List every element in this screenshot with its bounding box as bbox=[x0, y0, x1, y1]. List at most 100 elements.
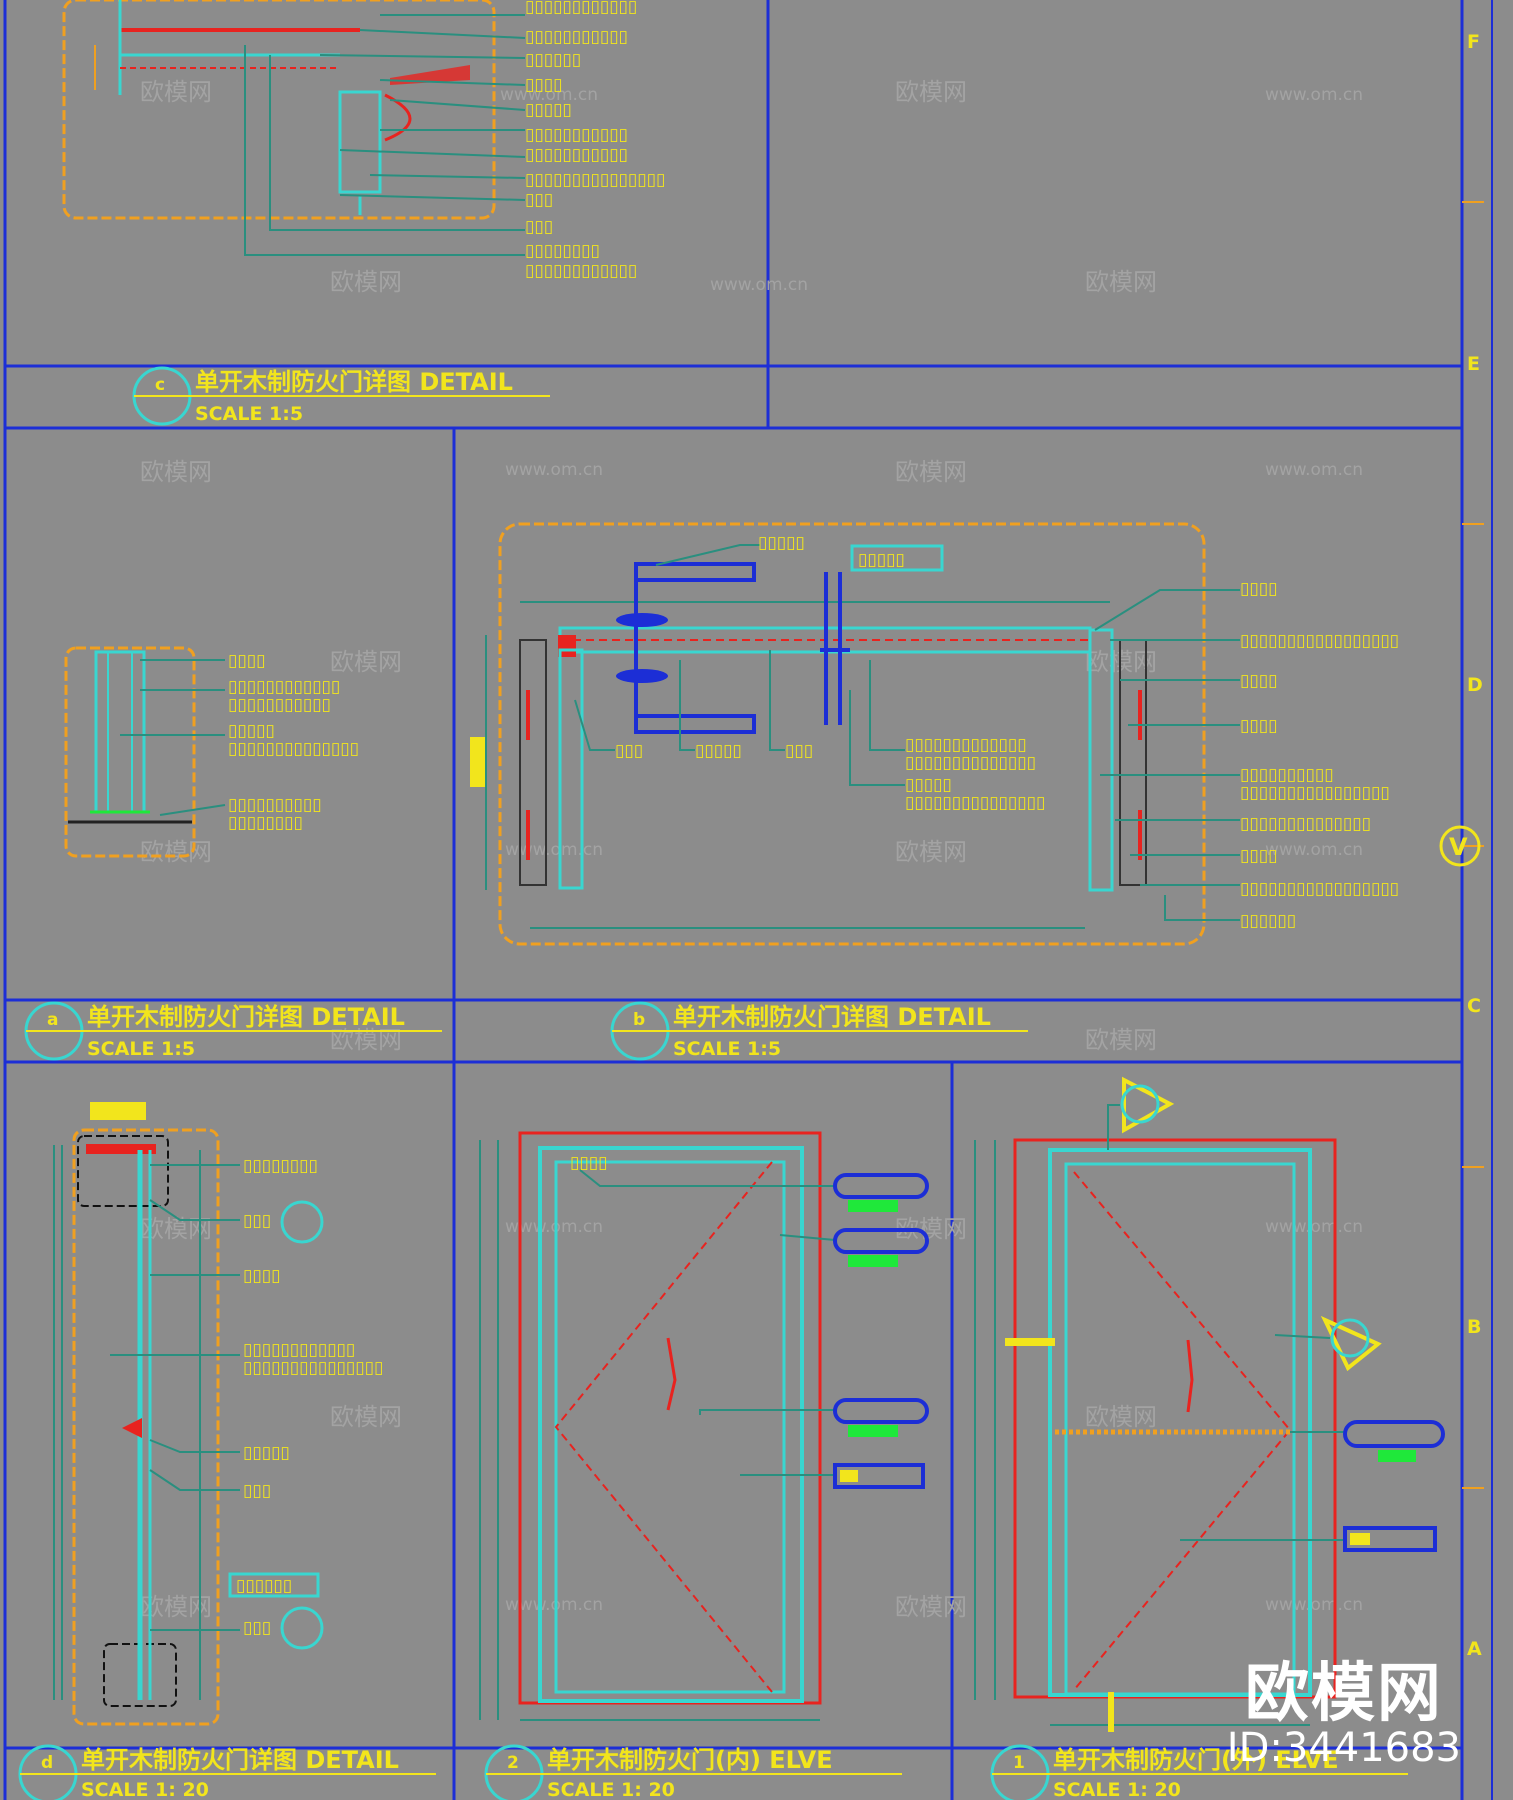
svg-text:www.om.cn: www.om.cn bbox=[1265, 85, 1363, 105]
svg-text:欧模网: 欧模网 bbox=[895, 458, 967, 486]
svg-text:▯▯▯▯▯▯▯▯▯▯▯▯: ▯▯▯▯▯▯▯▯▯▯▯▯ bbox=[525, 261, 637, 281]
sheet-frame bbox=[3, 0, 1464, 1800]
detail-a-drawing: ▯▯▯▯ ▯▯▯▯▯▯▯▯▯▯▯▯ ▯▯▯▯▯▯▯▯▯▯▯ ▯▯▯▯▯ ▯▯▯▯… bbox=[64, 646, 359, 858]
site-logo-name: 欧模网 bbox=[1244, 1657, 1443, 1731]
detail-a-title-block: a 单开木制防火门详图 DETAIL SCALE 1:5 bbox=[24, 1001, 442, 1061]
svg-text:▯▯▯▯▯: ▯▯▯▯▯ bbox=[858, 550, 905, 570]
svg-text:▯▯▯▯▯: ▯▯▯▯▯ bbox=[758, 533, 805, 553]
detail-b-scale: SCALE 1:5 bbox=[673, 1038, 781, 1060]
svg-text:▯▯▯▯▯▯▯▯: ▯▯▯▯▯▯▯▯ bbox=[525, 241, 600, 261]
svg-text:欧模网: 欧模网 bbox=[1085, 1403, 1157, 1431]
detail-a-tag: a bbox=[47, 1010, 58, 1030]
svg-text:▯▯▯▯: ▯▯▯▯ bbox=[570, 1153, 607, 1173]
detail-b-title-block: b 单开木制防火门详图 DETAIL SCALE 1:5 bbox=[610, 1001, 1028, 1061]
svg-text:▯▯▯: ▯▯▯ bbox=[615, 741, 643, 761]
elevation-2-drawing: ▯▯▯▯ bbox=[479, 1131, 929, 1721]
section-marker: V bbox=[1439, 825, 1481, 867]
elevation-1-tags bbox=[1120, 1076, 1445, 1552]
elevation-1-title: 单开木制防火门(外) ELVE bbox=[1053, 1746, 1339, 1774]
svg-text:欧模网: 欧模网 bbox=[895, 1593, 967, 1621]
site-logo: 欧模网 ID:3441683 bbox=[1227, 1662, 1461, 1770]
svg-text:▯▯▯▯▯▯▯▯▯▯▯▯: ▯▯▯▯▯▯▯▯▯▯▯▯ bbox=[525, 0, 637, 17]
svg-text:▯▯▯▯▯▯▯▯▯▯▯▯▯: ▯▯▯▯▯▯▯▯▯▯▯▯▯ bbox=[905, 735, 1027, 755]
detail-b-title: 单开木制防火门详图 DETAIL bbox=[673, 1003, 991, 1031]
detail-b-tag: b bbox=[633, 1010, 645, 1030]
svg-text:▯▯▯▯▯▯▯▯▯▯▯: ▯▯▯▯▯▯▯▯▯▯▯ bbox=[228, 695, 331, 715]
elevation-2-tag: 2 bbox=[507, 1753, 519, 1773]
svg-text:▯▯▯▯: ▯▯▯▯ bbox=[1240, 579, 1277, 599]
svg-text:▯▯▯▯▯▯: ▯▯▯▯▯▯ bbox=[525, 50, 581, 70]
svg-text:▯▯▯▯▯▯▯▯▯▯▯: ▯▯▯▯▯▯▯▯▯▯▯ bbox=[525, 125, 628, 145]
svg-text:▯▯▯▯▯▯▯▯: ▯▯▯▯▯▯▯▯ bbox=[228, 813, 303, 833]
elevation-1-title-block: 1 单开木制防火门(外) ELVE SCALE 1: 20 bbox=[990, 1744, 1408, 1800]
elevation-1-drawing bbox=[974, 1076, 1445, 1732]
detail-c-tag: c bbox=[155, 375, 165, 395]
svg-text:▯▯▯▯: ▯▯▯▯ bbox=[1240, 716, 1277, 736]
svg-text:欧模网: 欧模网 bbox=[330, 268, 402, 296]
svg-text:www.om.cn: www.om.cn bbox=[710, 275, 808, 295]
svg-text:▯▯▯▯▯: ▯▯▯▯▯ bbox=[525, 100, 572, 120]
grid-label-b: B bbox=[1467, 1316, 1481, 1338]
detail-c-title: 单开木制防火门详图 DETAIL bbox=[195, 368, 513, 396]
svg-text:欧模网: 欧模网 bbox=[140, 838, 212, 866]
elevation-2-scale: SCALE 1: 20 bbox=[547, 1779, 675, 1800]
svg-text:www.om.cn: www.om.cn bbox=[505, 1217, 603, 1237]
svg-text:欧模网: 欧模网 bbox=[895, 78, 967, 106]
svg-text:▯▯▯: ▯▯▯ bbox=[785, 741, 813, 761]
svg-text:www.om.cn: www.om.cn bbox=[505, 1595, 603, 1615]
detail-d-tag: d bbox=[41, 1753, 53, 1773]
svg-text:▯▯▯▯▯▯▯▯▯▯▯▯▯▯▯▯▯: ▯▯▯▯▯▯▯▯▯▯▯▯▯▯▯▯▯ bbox=[1240, 879, 1399, 899]
svg-text:▯▯▯▯▯▯: ▯▯▯▯▯▯ bbox=[1240, 911, 1296, 931]
svg-text:▯▯▯▯▯▯: ▯▯▯▯▯▯ bbox=[236, 1576, 292, 1596]
svg-text:▯▯▯: ▯▯▯ bbox=[243, 1481, 271, 1501]
grid-label-d: D bbox=[1467, 674, 1483, 696]
elevation-1-tag: 1 bbox=[1013, 1753, 1025, 1773]
svg-text:V: V bbox=[1449, 833, 1468, 861]
svg-text:▯▯▯▯▯: ▯▯▯▯▯ bbox=[905, 775, 952, 795]
svg-text:▯▯▯▯▯▯▯▯▯▯▯▯▯▯: ▯▯▯▯▯▯▯▯▯▯▯▯▯▯ bbox=[905, 753, 1036, 773]
svg-text:▯▯▯▯: ▯▯▯▯ bbox=[525, 75, 562, 95]
detail-d-title-block: d 单开木制防火门详图 DETAIL SCALE 1: 20 bbox=[18, 1744, 436, 1800]
svg-text:欧模网: 欧模网 bbox=[330, 648, 402, 676]
svg-text:▯▯▯▯: ▯▯▯▯ bbox=[1240, 671, 1277, 691]
svg-text:▯▯▯▯▯▯▯▯▯▯▯▯▯▯▯: ▯▯▯▯▯▯▯▯▯▯▯▯▯▯▯ bbox=[243, 1358, 383, 1378]
svg-text:欧模网: 欧模网 bbox=[895, 838, 967, 866]
svg-text:▯▯▯▯▯: ▯▯▯▯▯ bbox=[228, 721, 275, 741]
svg-text:▯▯▯▯▯▯▯▯: ▯▯▯▯▯▯▯▯ bbox=[243, 1156, 318, 1176]
svg-text:▯▯▯▯▯▯▯▯▯▯▯▯▯▯: ▯▯▯▯▯▯▯▯▯▯▯▯▯▯ bbox=[228, 739, 359, 759]
svg-text:www.om.cn: www.om.cn bbox=[1265, 460, 1363, 480]
svg-text:▯▯▯▯: ▯▯▯▯ bbox=[1240, 846, 1277, 866]
svg-text:www.om.cn: www.om.cn bbox=[500, 85, 598, 105]
elevation-1-scale: SCALE 1: 20 bbox=[1053, 1779, 1181, 1800]
detail-d-scale: SCALE 1: 20 bbox=[81, 1779, 209, 1800]
svg-text:欧模网: 欧模网 bbox=[330, 1403, 402, 1431]
elevation-2-title-block: 2 单开木制防火门(内) ELVE SCALE 1: 20 bbox=[484, 1744, 902, 1800]
svg-text:▯▯▯▯▯▯▯▯▯▯▯▯▯▯▯▯: ▯▯▯▯▯▯▯▯▯▯▯▯▯▯▯▯ bbox=[1240, 783, 1390, 803]
svg-text:欧模网: 欧模网 bbox=[140, 458, 212, 486]
detail-c-drawing: ▯▯▯▯▯▯▯▯▯▯▯▯ ▯▯▯▯▯▯▯▯▯▯▯ ▯▯▯▯▯▯ ▯▯▯▯ ▯▯▯… bbox=[62, 0, 665, 281]
svg-text:▯▯▯: ▯▯▯ bbox=[243, 1211, 271, 1231]
grid-label-a: A bbox=[1467, 1638, 1482, 1660]
svg-text:▯▯▯▯: ▯▯▯▯ bbox=[228, 651, 265, 671]
svg-text:▯▯▯▯▯▯▯▯▯▯▯: ▯▯▯▯▯▯▯▯▯▯▯ bbox=[525, 27, 628, 47]
svg-text:▯▯▯▯▯▯▯▯▯▯: ▯▯▯▯▯▯▯▯▯▯ bbox=[228, 795, 322, 815]
svg-text:▯▯▯▯▯▯▯▯▯▯▯▯: ▯▯▯▯▯▯▯▯▯▯▯▯ bbox=[243, 1340, 355, 1360]
svg-text:▯▯▯▯▯: ▯▯▯▯▯ bbox=[695, 741, 742, 761]
detail-d-drawing: ▯▯▯▯▯▯▯▯ ▯▯▯ ▯▯▯▯ ▯▯▯▯▯▯▯▯▯▯▯▯ ▯▯▯▯▯▯▯▯▯… bbox=[53, 1102, 383, 1726]
svg-text:欧模网: 欧模网 bbox=[140, 78, 212, 106]
grid-label-f: F bbox=[1467, 31, 1480, 53]
detail-a-scale: SCALE 1:5 bbox=[87, 1038, 195, 1060]
svg-text:▯▯▯: ▯▯▯ bbox=[525, 190, 553, 210]
svg-text:www.om.cn: www.om.cn bbox=[1265, 840, 1363, 860]
svg-text:▯▯▯▯▯▯▯▯▯▯: ▯▯▯▯▯▯▯▯▯▯ bbox=[1240, 765, 1334, 785]
svg-text:www.om.cn: www.om.cn bbox=[505, 460, 603, 480]
detail-c-title-block: c 单开木制防火门详图 DETAIL SCALE 1:5 bbox=[132, 366, 550, 426]
elevation-2-title: 单开木制防火门(内) ELVE bbox=[547, 1746, 833, 1774]
svg-text:▯▯▯▯: ▯▯▯▯ bbox=[243, 1266, 280, 1286]
model-id: ID:3441683 bbox=[1226, 1725, 1461, 1771]
detail-a-title: 单开木制防火门详图 DETAIL bbox=[87, 1003, 405, 1031]
svg-text:▯▯▯▯▯▯▯▯▯▯▯▯▯▯: ▯▯▯▯▯▯▯▯▯▯▯▯▯▯ bbox=[1240, 814, 1371, 834]
grid-label-c: C bbox=[1467, 995, 1481, 1017]
svg-text:▯▯▯▯▯▯▯▯▯▯▯▯▯▯▯▯▯: ▯▯▯▯▯▯▯▯▯▯▯▯▯▯▯▯▯ bbox=[1240, 631, 1399, 651]
